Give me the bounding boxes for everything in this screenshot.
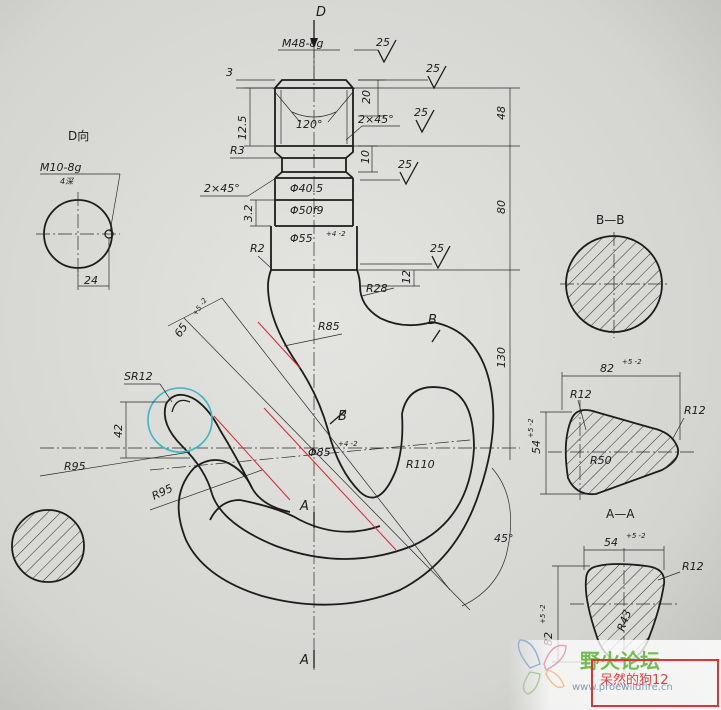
forum-watermark: 野火论坛 www.proewildfire.cn 呆然的狗12: [508, 639, 721, 710]
view-d-depth: 4深: [60, 177, 74, 186]
roughness-5: 25: [430, 242, 444, 255]
section-aa-width-tol: +5 -2: [626, 532, 646, 540]
dim-42: 42: [112, 424, 125, 438]
watermark-url: www.proewildfire.cn: [572, 682, 673, 693]
left-section-circle: [11, 509, 85, 583]
r2-label: R2: [250, 242, 265, 255]
dim-80: 80: [495, 200, 508, 214]
section-aa-height-tol: +5 -2: [539, 604, 547, 624]
section-bb-height: 54: [530, 440, 543, 454]
section-a-letter-bottom: A: [299, 653, 309, 668]
section-bb-r50: R50: [590, 454, 612, 467]
section-bb-height-tol: +5 -2: [527, 418, 535, 438]
view-d-arrow-letter: D: [316, 5, 326, 20]
section-aa-title: A—A: [606, 507, 635, 521]
hook-shank: D M48-8g 3 20: [200, 5, 520, 670]
dim-chamfer-top: 3: [226, 66, 233, 79]
surface-roughness-symbols: 25 25 25 25 25: [354, 36, 451, 270]
section-b-letter: B: [338, 409, 347, 424]
dim-3-2: 3.2: [242, 205, 255, 223]
r95-left-label: R95: [64, 460, 86, 473]
roughness-3: 25: [414, 106, 428, 119]
view-d-title: D向: [68, 128, 89, 143]
view-d: D向 M10-8g 4深 24: [36, 128, 121, 290]
section-aa-width: 54: [604, 536, 618, 549]
section-bb-width: 82: [600, 362, 614, 375]
roughness-2: 25: [426, 62, 440, 75]
butterfly-logo-icon: [517, 639, 567, 695]
angle-120: 120°: [296, 118, 323, 131]
section-aa-r12: R12: [682, 560, 704, 573]
section-aa-profile: A—A 54 +5 -2 R12 R43 82 +5 -2: [539, 507, 704, 690]
angle-45: 45°: [494, 532, 514, 545]
thread-label: M48-8g: [282, 37, 323, 50]
dia-50: Φ50f9: [290, 204, 324, 217]
section-bb-r12-right: R12: [684, 404, 706, 417]
section-a-letter-top: A: [299, 499, 309, 514]
roughness-1: 25: [376, 36, 390, 49]
chamfer-upper: 2×45°: [358, 113, 394, 126]
phi85-tolerance: +4 -2: [338, 440, 358, 448]
dim-130: 130: [495, 347, 508, 368]
dim-12: 12: [400, 270, 413, 284]
phi85-label: Φ85: [308, 446, 331, 459]
r110-label: R110: [406, 458, 435, 471]
view-d-thread: M10-8g: [40, 161, 81, 174]
chamfer-lower: 2×45°: [204, 182, 240, 195]
section-bb-r12-left: R12: [570, 388, 592, 401]
roughness-4: 25: [398, 158, 412, 171]
section-bb-title: B—B: [596, 213, 624, 227]
dim-48: 48: [495, 106, 508, 120]
section-b-letter-2: B: [428, 313, 437, 328]
sr12-label: SR12: [124, 370, 153, 383]
dim-10: 10: [359, 150, 372, 164]
section-bb-profile: 82 +5 -2 R12 R12 54 +5 -2 R50: [527, 358, 706, 500]
section-bb-circle: B—B: [560, 213, 670, 338]
watermark-user: 呆然的狗12: [600, 672, 669, 688]
r85-label: R85: [318, 320, 340, 333]
section-bb-width-tol: +5 -2: [622, 358, 642, 366]
r28-label: R28: [366, 282, 388, 295]
view-d-width: 24: [84, 274, 98, 287]
r3-label: R3: [230, 144, 245, 157]
hook-body: R28 R85 65 +5 -2 SR12 42 R95 R95 Φ85 +4 …: [39, 282, 520, 668]
dia-40-5: Φ40.5: [290, 182, 323, 195]
dia-55-tolerance: +4 -2: [326, 230, 346, 238]
dia-55: Φ55: [290, 232, 313, 245]
dim-12-5: 12.5: [236, 116, 249, 141]
dim-20: 20: [360, 90, 373, 104]
